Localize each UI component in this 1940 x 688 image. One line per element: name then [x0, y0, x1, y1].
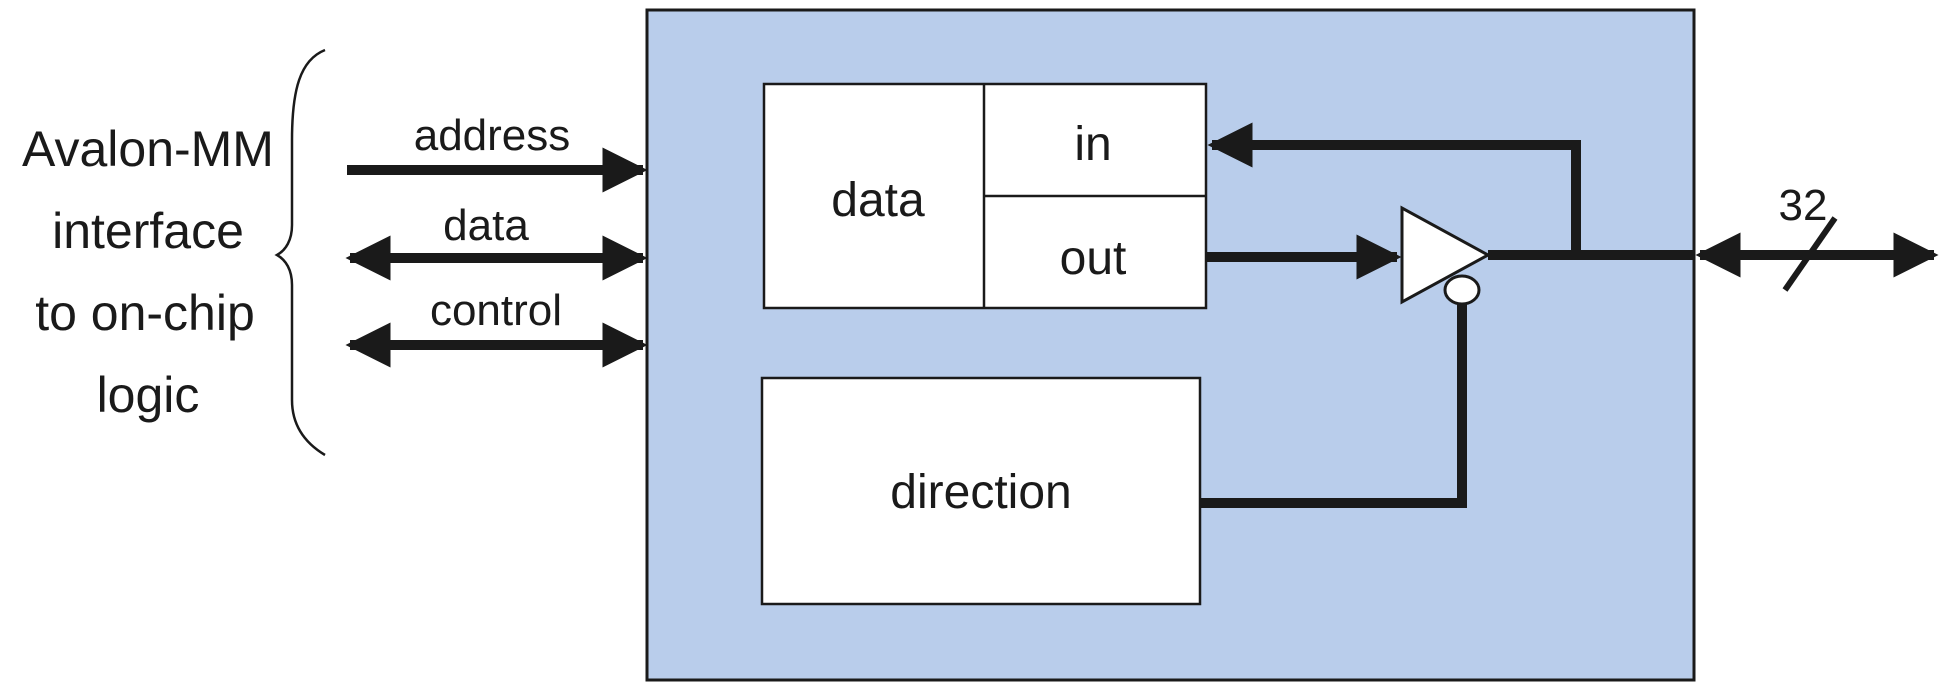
interface-label-line-3: to on-chip [35, 285, 255, 341]
buffer-enable-bubble [1443, 274, 1481, 306]
data-signal-label: data [443, 201, 529, 250]
interface-label-line-1: Avalon-MM [22, 121, 274, 177]
tristate-buffer [1400, 205, 1492, 305]
address-signal-label: address [414, 111, 571, 160]
feedback-to-in-arrow [1207, 122, 1581, 255]
interface-label-line-2: interface [52, 203, 244, 259]
direction-register-label: direction [890, 466, 1071, 519]
bus-width-label: 32 [1779, 181, 1828, 230]
bus-width-slash [1782, 216, 1838, 292]
data-register-label: data [831, 174, 925, 227]
interface-brace [274, 48, 326, 457]
data-in-label: in [1074, 118, 1111, 171]
direction-register [760, 376, 1202, 606]
data-out-label: out [1060, 232, 1127, 285]
control-signal-label: control [430, 286, 562, 335]
interface-label-line-4: logic [97, 367, 200, 423]
direction-enable-line [1200, 304, 1467, 508]
